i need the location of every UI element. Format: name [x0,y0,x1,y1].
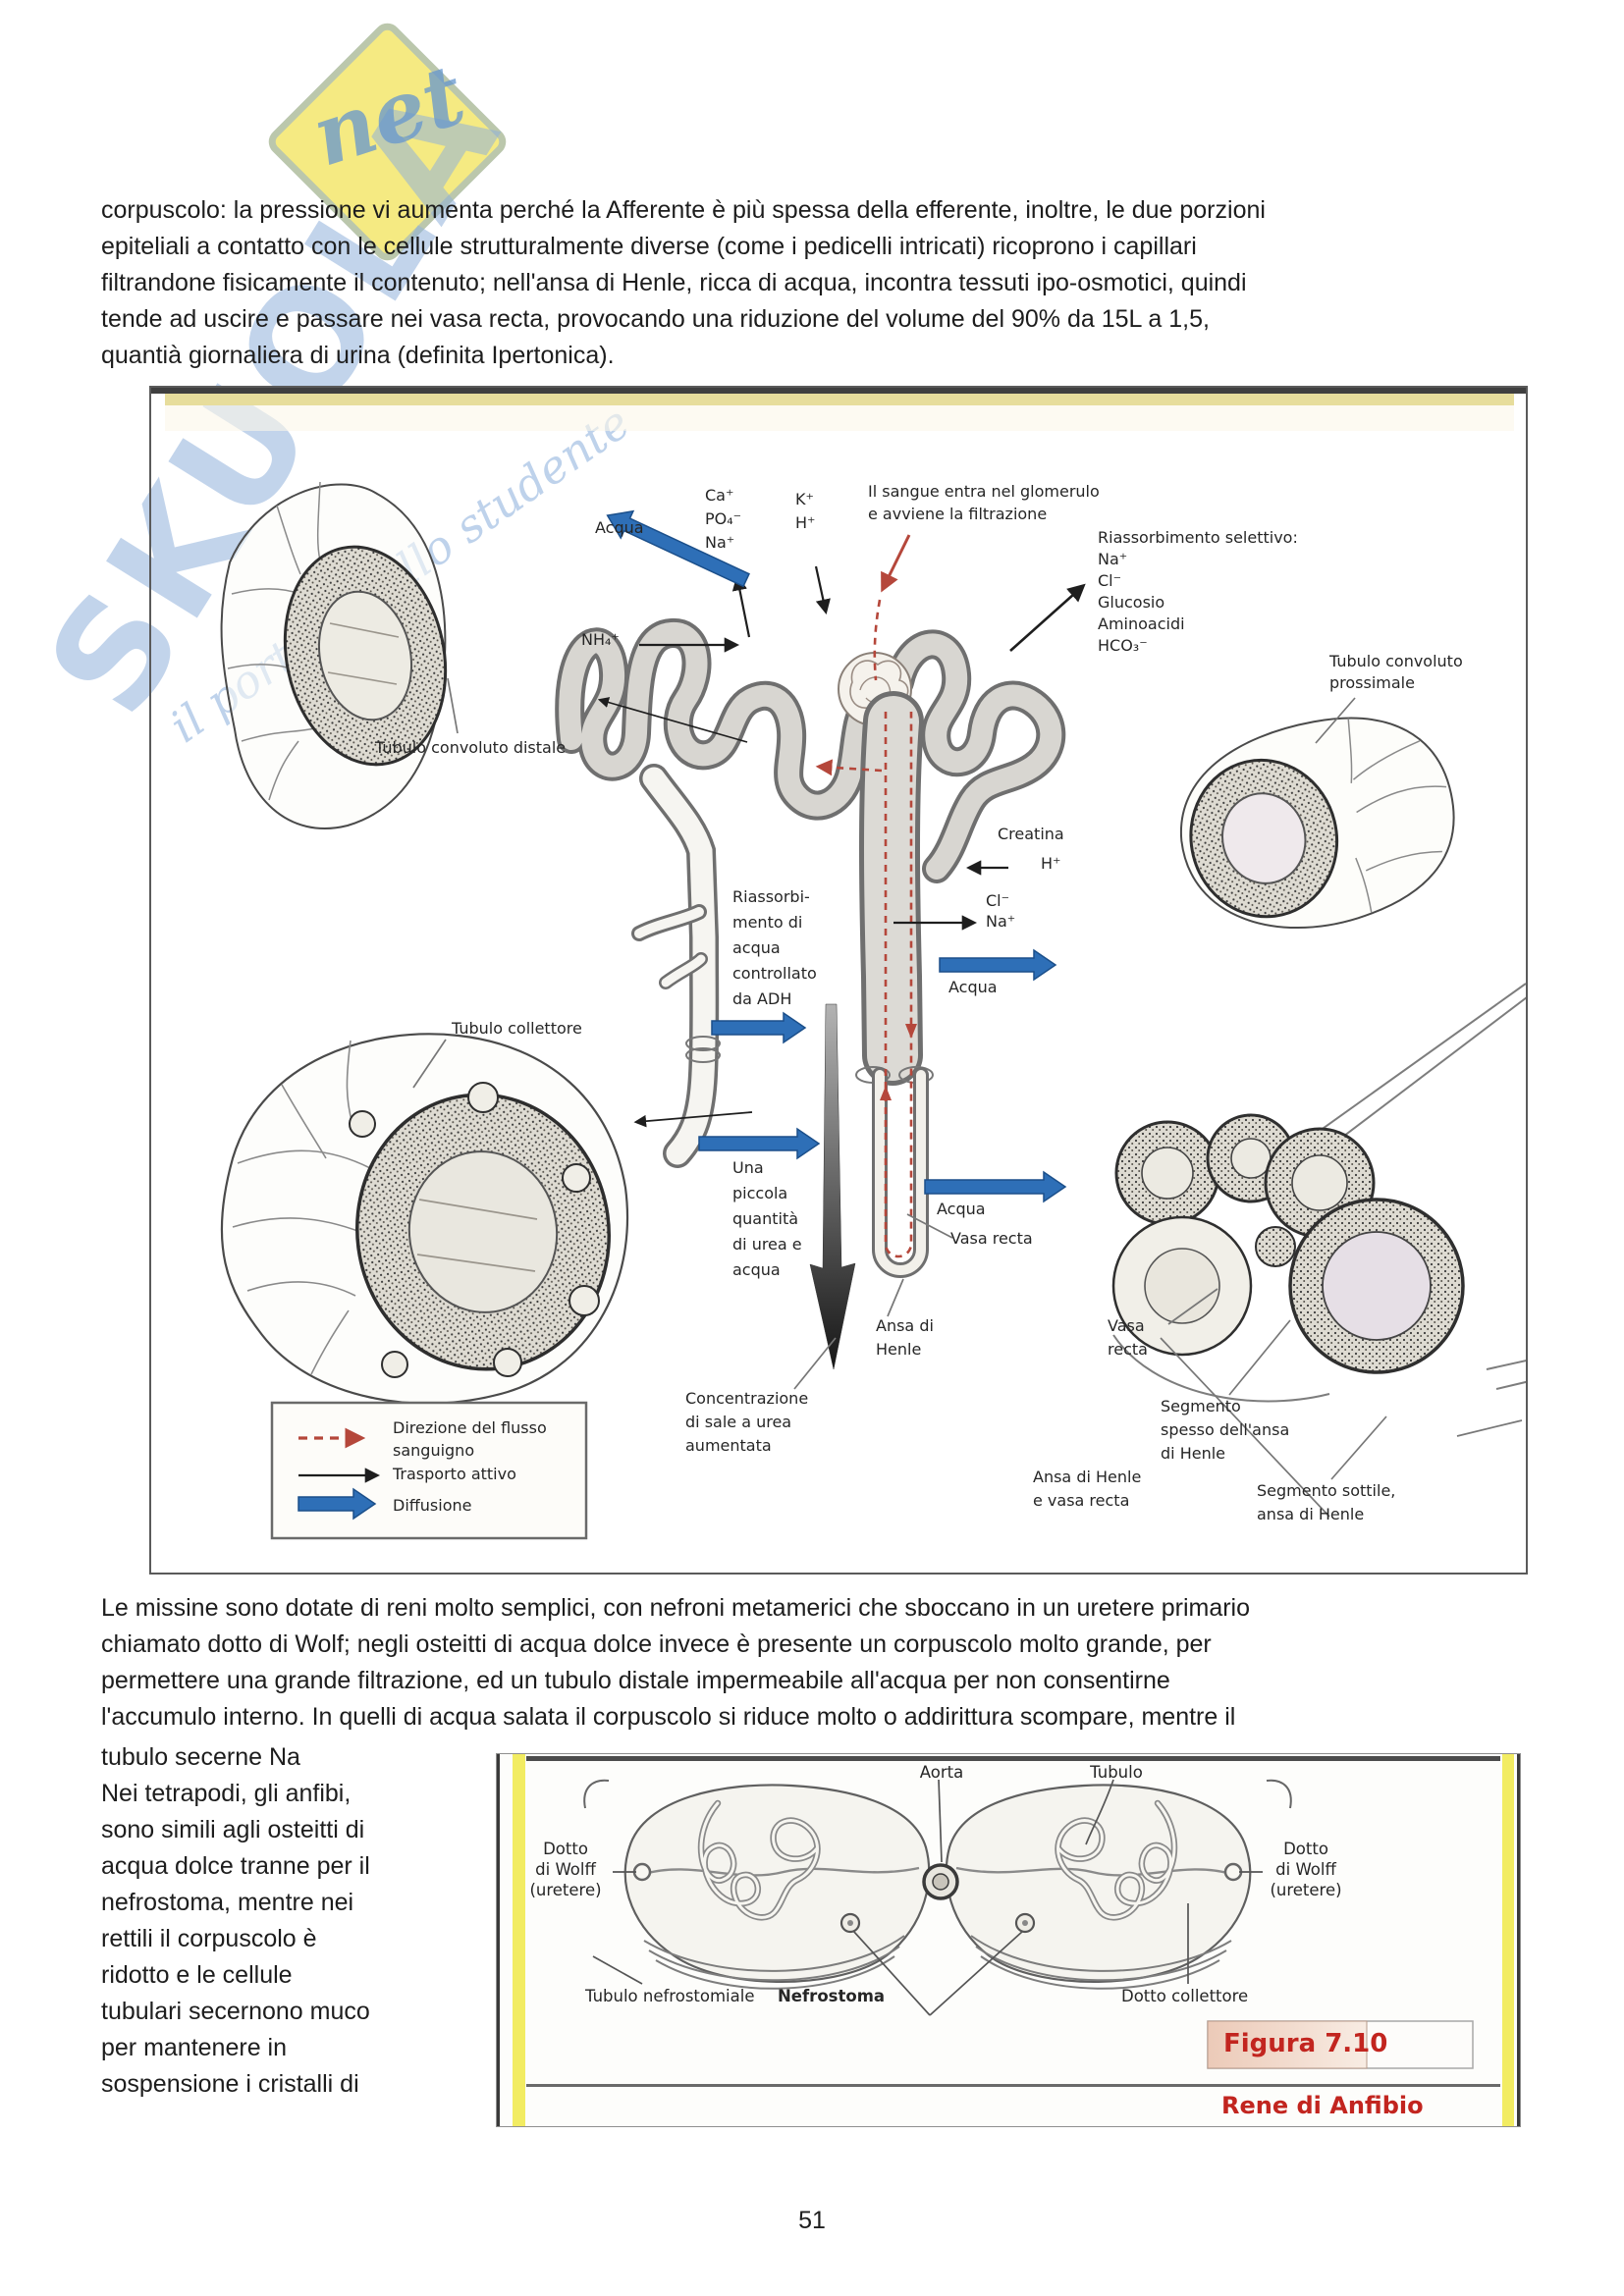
amphibian-kidney-figure: Aorta Tubulo Dotto di Wolff (uretere) Do… [496,1753,1521,2127]
fig2-right-yellow-bar [1502,1754,1514,2126]
label-tubulo: Tubulo [1090,1763,1143,1782]
legend-direzione-flusso: Direzione del flusso sanguigno [393,1418,547,1460]
label-vasa-recta-right: Vasa recta [1108,1316,1148,1359]
proximal-tubule-cross-section [1180,717,1455,930]
label-tubulo-convoluto-distale: Tubulo convoluto distale [375,738,567,757]
notes-paragraph-1: corpuscolo: la pressione vi aumenta perc… [101,196,1266,369]
active-transport-arrows [597,565,1086,1128]
fig2-bottom-rule [526,2084,1500,2087]
label-concentrazione: Concentrazione di sale a urea aumentata [685,1389,809,1455]
caption-rene-di-anfibio: Rene di Anfibio [1221,2092,1424,2119]
figure-top-bar [151,388,1526,394]
label-ansa-di-henle: Ansa di Henle [876,1316,934,1359]
legend-diffusione: Diffusione [393,1496,472,1515]
label-dotto-collettore: Dotto collettore [1121,1987,1249,2005]
fig2-left-dark-edge [497,1754,500,2126]
caption-pink-box [1207,2020,1368,2069]
label-nefrostoma: Nefrostoma [778,1987,886,2005]
amphibian-kidney-drawing [497,1754,1520,2126]
label-dotto-wolff-right: Dotto di Wolff (uretere) [1270,1840,1342,1899]
label-ca-po-na: Ca⁺ PO₄⁻ Na⁺ [705,486,742,552]
label-k-h: K⁺ H⁺ [795,490,816,532]
label-acqua-right: Acqua [948,978,998,996]
fig2-top-rule [526,1756,1500,1761]
label-h-plus: H⁺ [1041,854,1061,873]
watermark-net-text: net [300,45,476,187]
leader-lines [412,1039,1523,1518]
convoluted-tubule-drawing [555,618,1066,883]
collecting-tubule-cross-section [220,1033,629,1405]
label-sangue-glomerulo: Il sangue entra nel glomerulo e avviene … [868,482,1100,523]
aorta-drawing [922,1863,959,1900]
figure-yellow-bar [165,394,1514,405]
label-dotto-wolff-left: Dotto di Wolff (uretere) [529,1840,602,1899]
loop-of-henle-drawing [855,691,934,1278]
page-number: 51 [798,2207,826,2234]
notes-paragraph-2: Le missine sono dotate di reni molto sem… [101,1594,1251,1731]
label-segmento-spesso: Segmento spesso dell'ansa di Henle [1161,1397,1290,1463]
fig2-left-yellow-bar [513,1754,525,2126]
label-acqua-top: Acqua [595,518,644,537]
label-vasa-recta-mid: Vasa recta [950,1229,1033,1248]
kidney-right-drawing [947,1781,1291,1989]
label-creatina: Creatina [998,825,1064,843]
label-tubulo-convoluto-prossimale: Tubulo convoluto prossimale [1329,652,1463,692]
label-nh4: NH₄⁺ [581,630,620,649]
caption-figura-7-10: Figura 7.10 [1223,2029,1388,2058]
label-cl-na: Cl⁻ Na⁺ [986,891,1016,931]
nephron-figure: Acqua Ca⁺ PO₄⁻ Na⁺ K⁺ H⁺ Il sangue entra… [149,386,1528,1575]
distal-tubule-cross-section [220,481,448,829]
label-segmento-sottile: Segmento sottile, ansa di Henle [1257,1481,1396,1523]
flow-arrowhead-down [905,1024,917,1039]
nephron-drawing [151,388,1526,1540]
blood-flow-dashed-path [815,534,913,1258]
flow-arrowhead-up [880,1086,892,1100]
notes-left-column: tubulo secerne Na Nei tetrapodi, gli anf… [101,1743,370,2098]
label-una-piccola-quantita: Una piccola quantità di urea e acqua [732,1158,802,1279]
collecting-duct-drawing [631,764,721,1168]
diffusion-arrows [606,509,1067,1203]
figure-legend-box [270,1401,588,1540]
fig2-right-dark-edge [1517,1754,1520,2126]
label-acqua-bottom: Acqua [937,1200,986,1218]
label-aorta: Aorta [919,1763,964,1782]
label-tubulo-nefrostomiale: Tubulo nefrostomiale [585,1987,755,2005]
concentration-gradient-arrow [809,1003,856,1370]
label-tubulo-collettore: Tubulo collettore [452,1019,582,1038]
label-riassorbimento-adh: Riassorbi- mento di acqua controllato da… [732,887,817,1008]
fig2-leader-lines [592,1779,1263,2016]
kidney-left-drawing [583,1779,931,1990]
vasa-recta-cluster-cross-section [1111,983,1526,1403]
label-riassorbimento-selettivo: Riassorbimento selettivo: Na⁺ Cl⁻ Glucos… [1098,528,1298,655]
legend-trasporto-attivo: Trasporto attivo [393,1465,516,1483]
label-ansa-e-vasa-recta: Ansa di Henle e vasa recta [1033,1468,1142,1510]
figure-cream-band [165,405,1514,431]
